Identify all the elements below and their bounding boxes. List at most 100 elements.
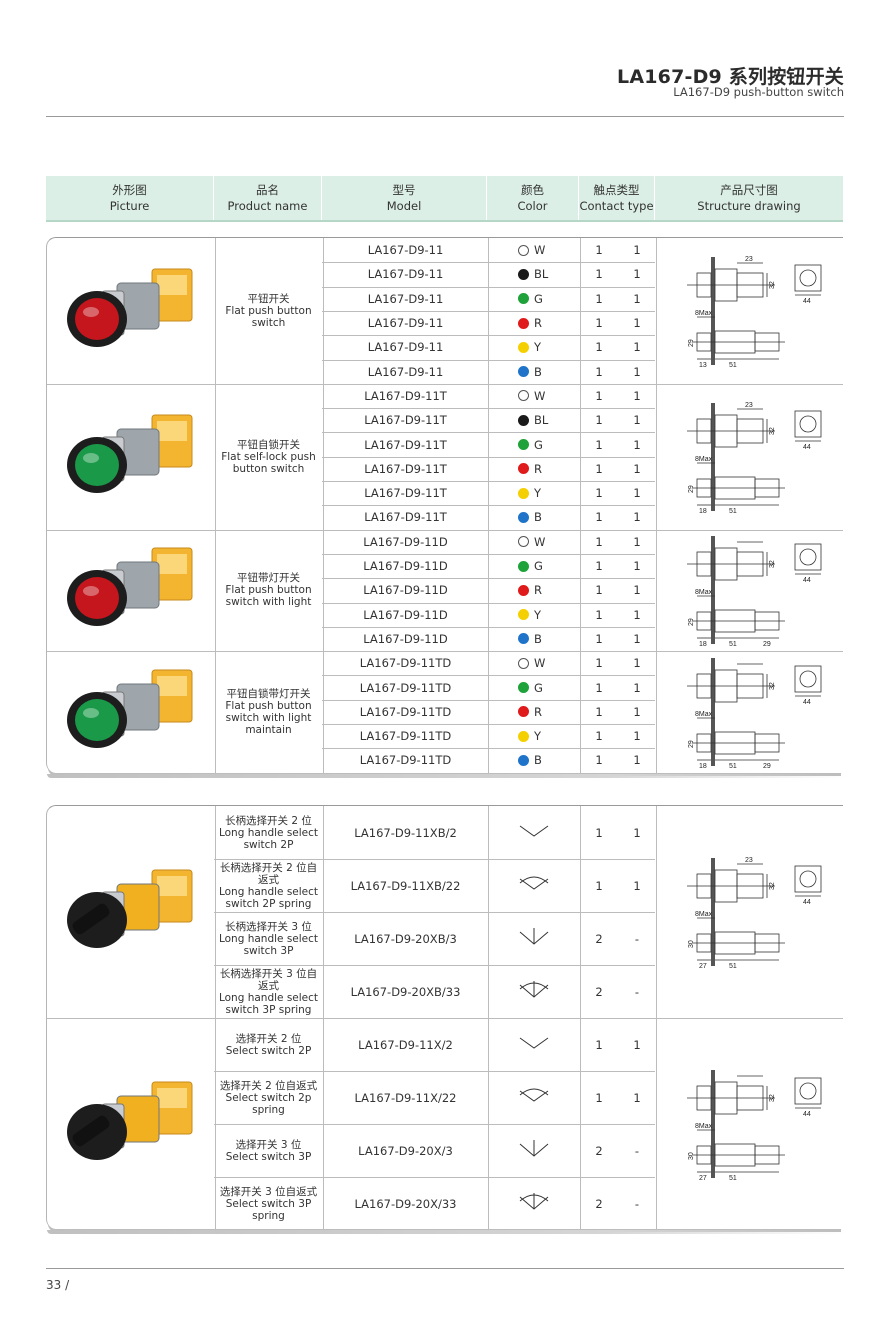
contact-nc: 1 (633, 656, 641, 671)
selector-handle-icon (72, 903, 110, 935)
model-cell: LA167-D9-11 (367, 243, 444, 258)
color-cell: W (488, 238, 580, 262)
product-name-zh: 平钮带灯开关 (237, 572, 300, 585)
color-swatch-icon (518, 609, 529, 621)
dimension-label: 8Max (695, 1123, 713, 1130)
product-name-en: Select switch 3P (225, 1150, 312, 1163)
button-cap-icon (75, 577, 119, 620)
dimension-label: 32 (769, 882, 776, 890)
dimension-label: 51 (729, 508, 737, 515)
contact-no: 1 (595, 878, 603, 893)
contact-nc: 1 (633, 825, 641, 840)
dimension-label: 8Max (695, 456, 713, 463)
dimension-label: 51 (729, 362, 737, 369)
dimension-label: 44 (803, 444, 811, 451)
column-divider (488, 806, 489, 1229)
contact-no: 1 (595, 388, 603, 403)
color-code: R (534, 461, 542, 476)
dimension-label: 51 (729, 963, 737, 970)
contact-window-icon (157, 420, 187, 441)
spring-arc-icon (519, 1194, 549, 1201)
page-number: 33 / (46, 1278, 70, 1292)
contact-no: 1 (595, 413, 603, 428)
color-code: B (534, 753, 542, 768)
footer-divider (46, 1268, 844, 1269)
color-swatch-icon (518, 463, 529, 475)
dimension-label: 44 (803, 298, 811, 305)
contact-nc: 1 (633, 704, 641, 719)
v-symbol-icon (519, 1037, 549, 1049)
color-code: BL (534, 413, 549, 428)
product-name-zh: 平钮自锁开关 (237, 438, 300, 451)
product-name-zh: 平钮开关 (247, 292, 290, 305)
dimension-label: 18 (699, 763, 707, 770)
front-ring-icon (799, 1082, 817, 1100)
group-divider (47, 529, 843, 531)
dimension-label: 29 (763, 641, 771, 648)
color-cell: Y (488, 335, 580, 359)
dimension-label: 29 (688, 618, 695, 626)
col-label-zh: 型号 (392, 183, 416, 197)
position-symbol-icon (519, 1037, 549, 1049)
model-cell: LA167-D9-11D (363, 631, 448, 646)
column-divider (656, 238, 657, 773)
product-name-en: switch (251, 316, 286, 329)
contact-nc: 1 (633, 1090, 641, 1105)
row-divider (214, 912, 655, 913)
model-cell: LA167-D9-11TD (359, 704, 452, 719)
contact-nc: 1 (633, 680, 641, 695)
dimension-label: 29 (688, 740, 695, 748)
color-swatch-icon (518, 706, 529, 718)
column-divider (580, 238, 581, 773)
group-divider (47, 651, 843, 653)
page-subtitle: LA167-D9 push-button switch (673, 85, 844, 99)
button-cap-icon (75, 443, 119, 486)
contact-no: 2 (595, 984, 603, 999)
position-symbol-icon (519, 825, 549, 837)
contact-nc: 1 (633, 607, 641, 622)
button-highlight-icon (83, 586, 99, 597)
contact-nc: 1 (633, 437, 641, 452)
dimension-label: 51 (729, 763, 737, 770)
model-cell: LA167-D9-11 (367, 267, 444, 282)
product-name-en: spring (252, 1103, 285, 1116)
col-label-zh: 颜色 (521, 183, 544, 197)
contact-nc: 1 (633, 534, 641, 549)
col-label-en: Picture (109, 199, 150, 213)
position-symbol-icon (519, 876, 549, 890)
dimension-label: 18 (699, 641, 707, 648)
color-swatch-icon (518, 730, 529, 742)
panel-icon (711, 536, 715, 645)
group-divider (47, 1018, 843, 1019)
color-cell: W (488, 530, 580, 554)
product-name-zh: 选择开关 3 位 (235, 1138, 302, 1151)
front-ring-icon (799, 269, 817, 287)
drawing-rect-icon (794, 410, 822, 438)
dimension-label: 29 (688, 339, 695, 347)
color-swatch-icon (518, 633, 529, 645)
color-cell: B (488, 627, 580, 651)
dimension-label: 32 (769, 427, 776, 435)
color-swatch-icon (518, 584, 529, 596)
color-cell: BL (488, 408, 580, 432)
color-swatch-icon (518, 244, 529, 256)
col-label-zh: 品名 (256, 183, 279, 197)
color-cell: R (488, 311, 580, 335)
product-name-en: switch 2P spring (225, 897, 312, 910)
product-name-zh: 选择开关 2 位 (235, 1032, 302, 1045)
color-code: G (534, 559, 543, 574)
dimension-label: 51 (729, 641, 737, 648)
front-ring-icon (799, 870, 817, 888)
contact-no: 1 (595, 1090, 603, 1105)
dimension-label: 30 (688, 1152, 695, 1160)
